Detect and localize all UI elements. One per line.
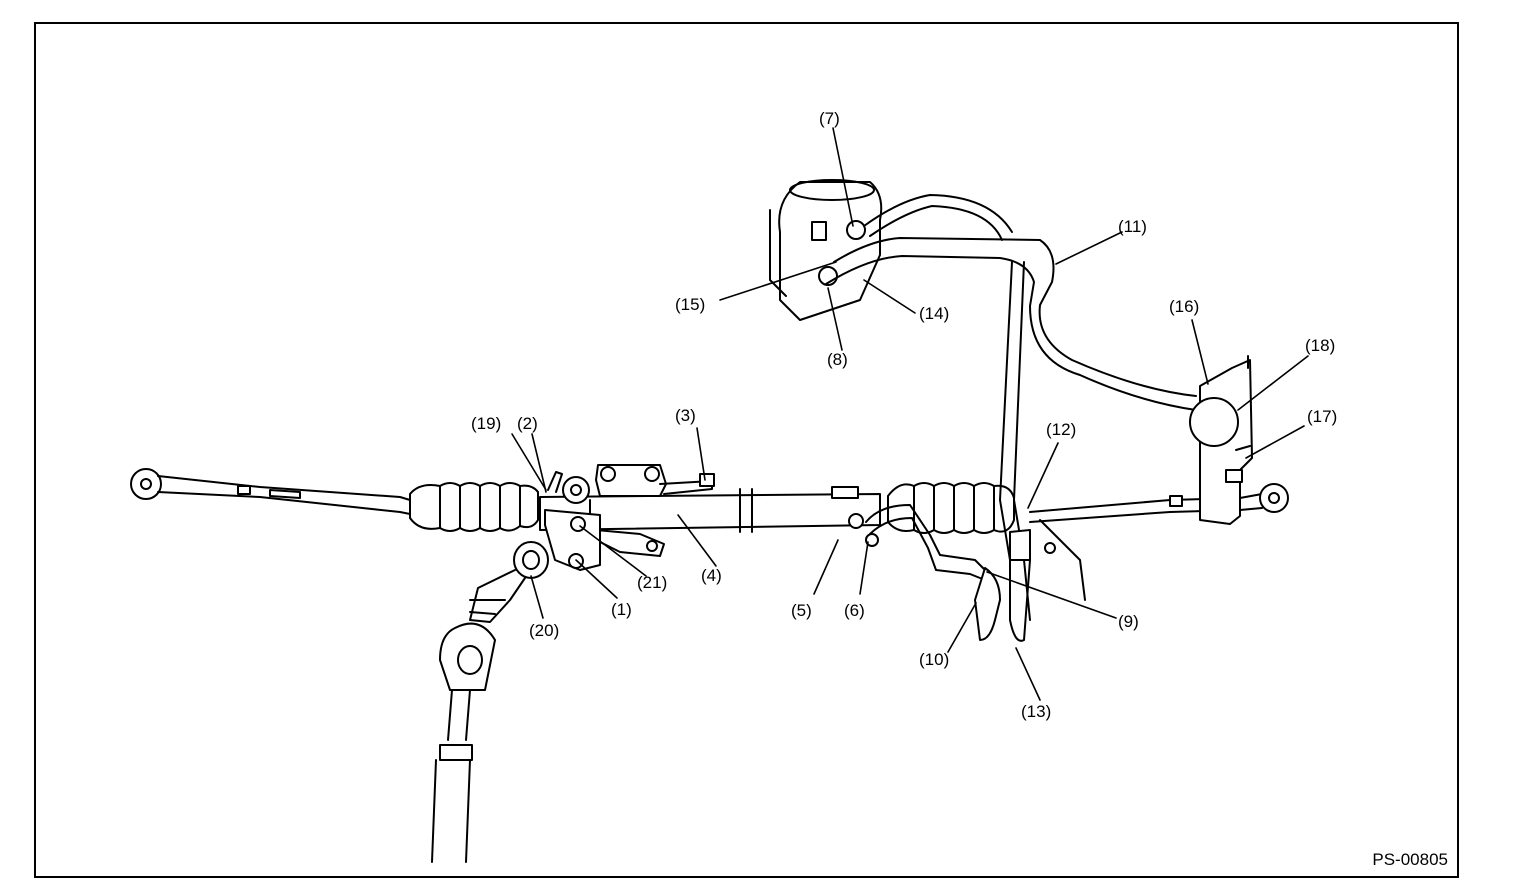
right-boot (887, 482, 1015, 534)
right-tie-rod (1029, 483, 1289, 523)
callout-15: (15) (675, 295, 706, 314)
callout-7: (7) (819, 109, 840, 128)
steering-shaft (431, 541, 549, 863)
callout-4: (4) (701, 566, 722, 585)
callout-13: (13) (1021, 702, 1052, 721)
pump-assembly (1189, 355, 1253, 525)
callout-10: (10) (919, 650, 950, 669)
callout-6: (6) (844, 601, 865, 620)
leader-lines (511, 127, 1309, 701)
gearbox-assembly (539, 464, 881, 571)
left-boot (409, 482, 539, 532)
callout-8: (8) (827, 350, 848, 369)
callout-18: (18) (1305, 336, 1336, 355)
callout-12: (12) (1046, 420, 1077, 439)
figure-id: PS-00805 (1372, 850, 1448, 869)
callout-16: (16) (1169, 297, 1200, 316)
callout-17: (17) (1307, 407, 1338, 426)
callout-5: (5) (791, 601, 812, 620)
callout-20: (20) (529, 621, 560, 640)
callout-9: (9) (1118, 612, 1139, 631)
reservoir-tank (769, 179, 883, 321)
callout-1: (1) (611, 600, 632, 619)
callout-21: (21) (637, 573, 668, 592)
callout-3: (3) (675, 406, 696, 425)
callout-2: (2) (517, 414, 538, 433)
callout-11: (11) (1118, 217, 1147, 236)
callout-19: (19) (471, 414, 502, 433)
hoses (825, 194, 1197, 642)
left-tie-rod (130, 468, 411, 515)
callout-14: (14) (919, 304, 950, 323)
